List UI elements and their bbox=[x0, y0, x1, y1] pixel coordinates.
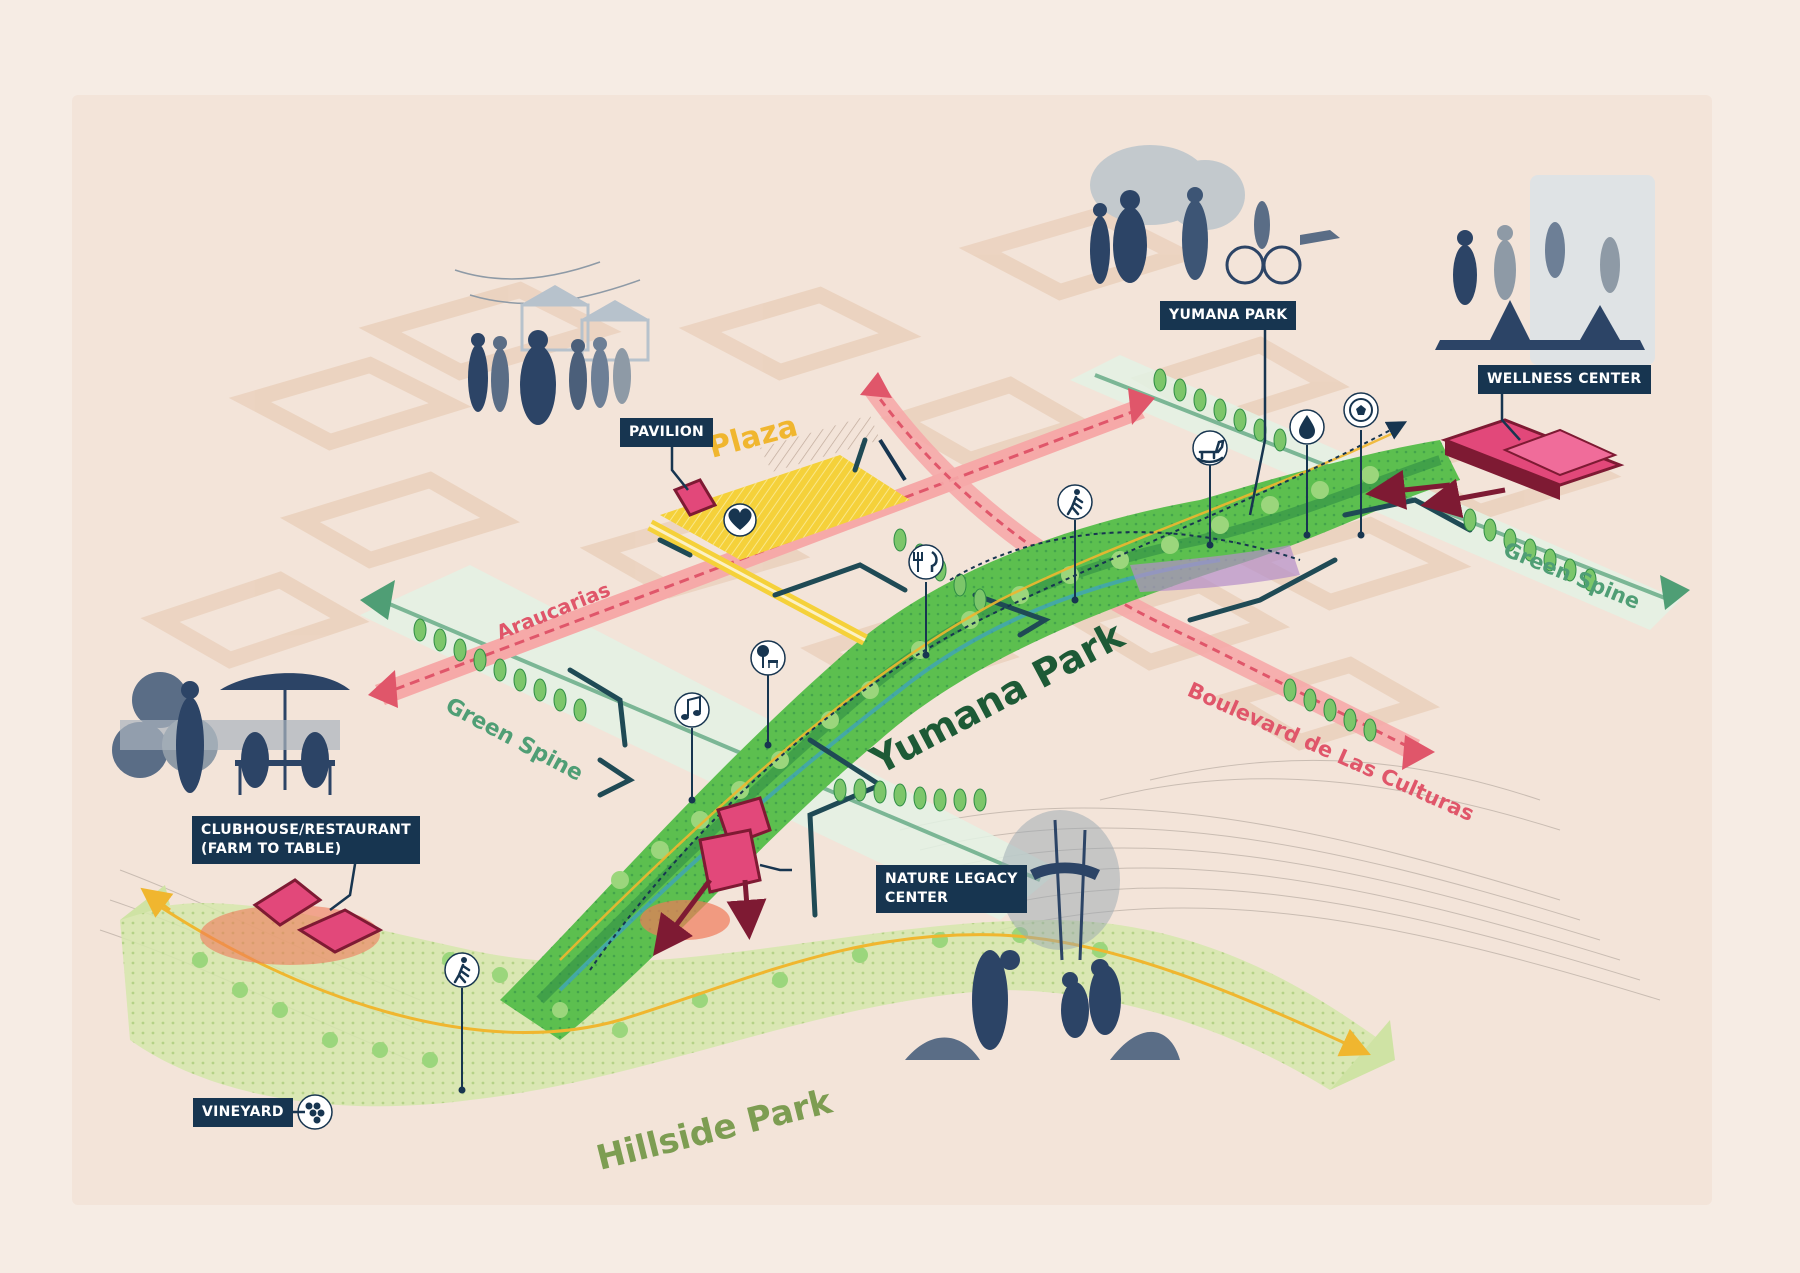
clubhouse-callout-line1: CLUBHOUSE/RESTAURANT bbox=[201, 822, 412, 838]
pavilion-callout-text: PAVILION bbox=[629, 424, 705, 440]
vineyard-callout: VINEYARD bbox=[193, 1098, 293, 1127]
road-edges bbox=[567, 437, 1473, 918]
park-trail bbox=[559, 428, 1401, 961]
nature-legacy-callout-line1: NATURE LEGACY bbox=[885, 871, 1018, 887]
outdoor-dining-illustration bbox=[112, 672, 350, 795]
clubhouse-callout-line2: (FARM TO TABLE) bbox=[201, 841, 342, 857]
wellness-center-callout-text: WELLNESS CENTER bbox=[1487, 371, 1642, 387]
restaurant-icon bbox=[908, 544, 944, 580]
market-crowd-illustration bbox=[454, 261, 650, 425]
park-users-illustration bbox=[1090, 145, 1340, 285]
wellness-center-building bbox=[1365, 418, 1625, 519]
soccer-ball-icon bbox=[1343, 392, 1379, 428]
yumana-park-callout: YUMANA PARK bbox=[1160, 301, 1297, 330]
pin-dots bbox=[458, 531, 1365, 1094]
hiker-icon bbox=[444, 952, 480, 988]
plaza-area bbox=[647, 415, 910, 646]
nature-legacy-center-building bbox=[640, 796, 772, 956]
fitness-illustration bbox=[1435, 175, 1655, 365]
gardening-illustration bbox=[905, 810, 1180, 1060]
nature-legacy-callout: NATURE LEGACY CENTER bbox=[876, 865, 1027, 913]
music-note-icon bbox=[674, 692, 710, 728]
wellness-center-callout: WELLNESS CENTER bbox=[1478, 365, 1651, 394]
clubhouse-building bbox=[200, 878, 384, 965]
yumana-park-strip bbox=[500, 440, 1460, 1040]
pavilion-callout: PAVILION bbox=[620, 418, 714, 447]
grapes-icon bbox=[297, 1094, 333, 1130]
vineyard-callout-text: VINEYARD bbox=[202, 1104, 284, 1120]
yumana-park-callout-text: YUMANA PARK bbox=[1169, 307, 1288, 323]
pavilion-building bbox=[672, 478, 718, 517]
callout-leaders bbox=[290, 330, 1521, 1114]
rocking-horse-icon bbox=[1192, 430, 1228, 466]
dashed-path bbox=[589, 421, 1408, 971]
nature-legacy-callout-line2: CENTER bbox=[885, 890, 949, 906]
pin-stems bbox=[461, 430, 1362, 1090]
heart-icon bbox=[723, 503, 757, 537]
bench-tree-icon bbox=[750, 640, 786, 676]
clubhouse-callout: CLUBHOUSE/RESTAURANT (FARM TO TABLE) bbox=[192, 816, 421, 864]
hillside-trail-start bbox=[140, 887, 174, 918]
water-drop-icon bbox=[1289, 409, 1325, 445]
pedestrian-icon bbox=[1057, 484, 1093, 520]
boulevard-street bbox=[860, 372, 1435, 770]
hillside-trail bbox=[149, 898, 1371, 1057]
